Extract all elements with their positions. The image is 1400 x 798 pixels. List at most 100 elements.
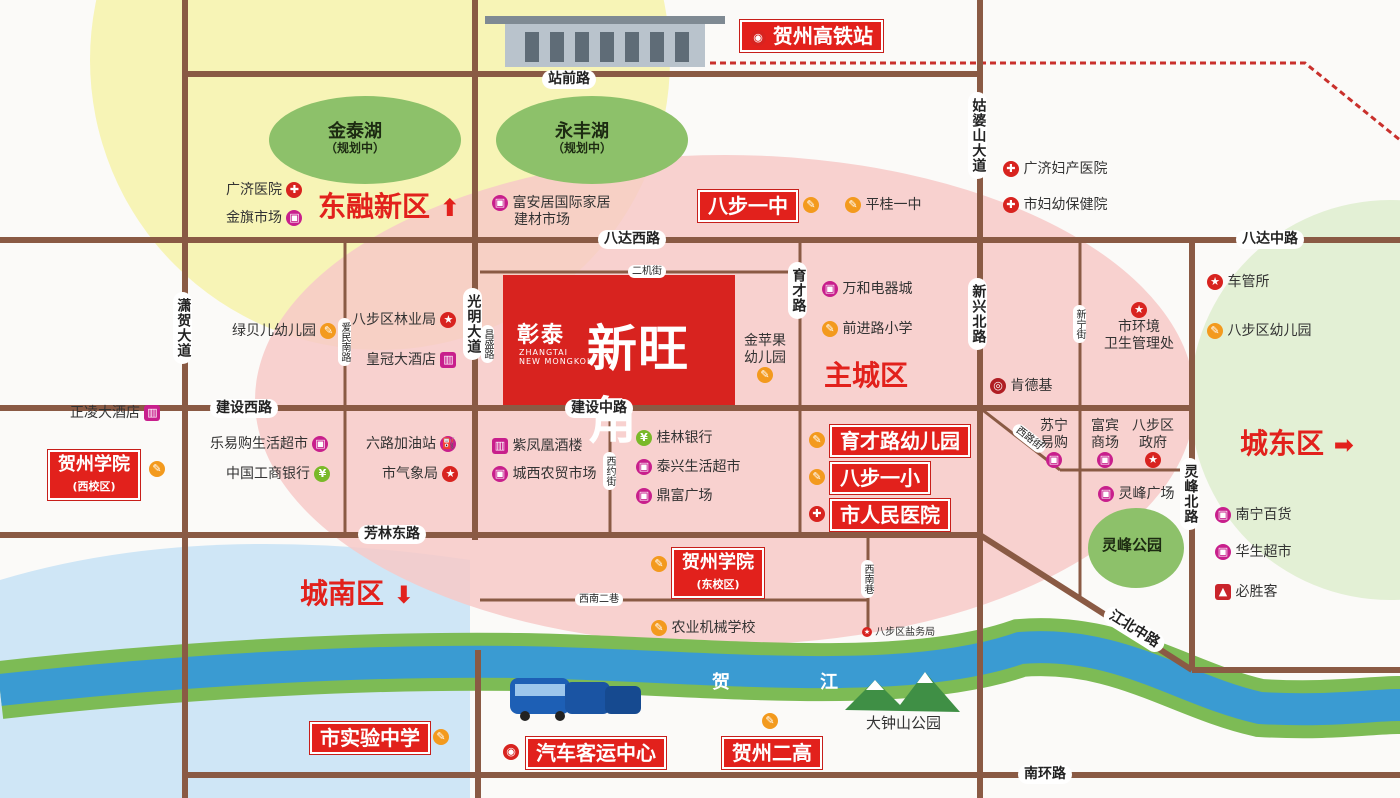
school-icon: ✎ bbox=[651, 556, 667, 572]
road-xiyuejie: 西约街 bbox=[603, 452, 616, 490]
station-label[interactable]: ◉ 贺州高铁站 bbox=[740, 20, 883, 52]
school-icon: ✎ bbox=[809, 432, 825, 448]
shop-icon: ▣ bbox=[286, 210, 303, 226]
poi-icbc[interactable]: 中国工商银行 ¥ bbox=[226, 466, 331, 482]
poi-fuanju[interactable]: ▣ 富安居国际家居建材市场 bbox=[492, 195, 610, 229]
government-icon: ★ bbox=[440, 312, 457, 328]
school-icon: ✎ bbox=[762, 713, 778, 729]
poi-suning[interactable]: 苏宁易购▣ bbox=[1040, 418, 1068, 468]
road-fanglindong: 芳林东路 bbox=[358, 525, 426, 545]
poi-leyigou[interactable]: 乐易购生活超市 ▣ bbox=[210, 436, 329, 452]
poi-forestry[interactable]: 八步区林业局 ★ bbox=[352, 312, 457, 328]
shop-icon: ▣ bbox=[312, 436, 329, 452]
district-chengnan: 城南区 ⬇ bbox=[300, 577, 414, 610]
shop-icon: ▣ bbox=[822, 281, 838, 297]
mountain-park-shape bbox=[845, 672, 960, 712]
poi-nanning-dept[interactable]: ▣ 南宁百货 bbox=[1215, 507, 1291, 523]
poi-pinggui[interactable]: ✎ 平桂一中 bbox=[845, 197, 921, 213]
poi-yanwu[interactable]: ★ 八步区盐务局 bbox=[862, 627, 936, 638]
badge-hezhou-xiyuan[interactable]: 贺州学院(西校区) bbox=[48, 450, 140, 500]
poi-kfc[interactable]: ◎ 肯德基 bbox=[990, 378, 1052, 394]
railway-line bbox=[710, 61, 1400, 142]
road-guangming: 光明大道 bbox=[463, 288, 483, 360]
hotel-icon: ▥ bbox=[492, 438, 508, 454]
poi-dingfu[interactable]: ▣ 鼎富广场 bbox=[636, 488, 712, 504]
school-icon: ✎ bbox=[822, 321, 838, 337]
school-icon: ✎ bbox=[845, 197, 861, 213]
zone-chengdong bbox=[1190, 200, 1400, 600]
poi-guilin-bank[interactable]: ¥ 桂林银行 bbox=[636, 430, 712, 446]
road-gupo: 姑婆山大道 bbox=[968, 92, 988, 179]
poi-huasheng[interactable]: ▣ 华生超市 bbox=[1215, 544, 1291, 560]
badge-babu-yixiao[interactable]: 八步一小 bbox=[830, 462, 930, 494]
hospital-icon: ✚ bbox=[1003, 161, 1019, 177]
poi-taixing[interactable]: ▣ 泰兴生活超市 bbox=[636, 459, 740, 475]
poi-pizzahut[interactable]: ▲ 必胜客 bbox=[1215, 584, 1277, 600]
poi-lingfeng-plaza[interactable]: ▣ 灵峰广场 bbox=[1098, 486, 1174, 502]
project-title: 新旺角 bbox=[587, 320, 689, 450]
road-xiaohe: 潇贺大道 bbox=[173, 292, 193, 364]
poi-guangji-hospital[interactable]: 广济医院 ✚ bbox=[226, 182, 303, 198]
road-changsheng: 昌盛路 bbox=[481, 325, 494, 363]
bank-icon: ¥ bbox=[636, 430, 652, 446]
river-label-2: 江 bbox=[820, 672, 838, 693]
badge-yucai-kindergarten[interactable]: 育才路幼儿园 bbox=[830, 425, 970, 457]
district-dongrong: 东融新区 ⬆ bbox=[318, 190, 460, 223]
poi-huangguan[interactable]: 皇冠大酒店 ▥ bbox=[366, 352, 457, 368]
district-chengdong: 城东区 ➡ bbox=[1240, 427, 1354, 460]
school-icon: ✎ bbox=[757, 366, 773, 383]
hospital-icon: ✚ bbox=[1003, 197, 1019, 213]
shop-icon: ▣ bbox=[1215, 544, 1231, 560]
badge-bus-center[interactable]: 汽车客运中心 bbox=[526, 737, 666, 769]
road-xinanxiang: 西南巷 bbox=[861, 560, 874, 598]
poi-liulu-gas[interactable]: 六路加油站 ⛽ bbox=[366, 436, 457, 452]
shop-icon: ▣ bbox=[636, 459, 652, 475]
lake-jintai bbox=[269, 96, 461, 184]
poi-nongji[interactable]: ✎ 农业机械学校 bbox=[651, 620, 755, 636]
badge-city-hospital[interactable]: 市人民医院 bbox=[830, 499, 950, 531]
badge-babu-yizhong[interactable]: 八步一中 bbox=[698, 190, 798, 222]
badge-hezhou-dongyuan[interactable]: 贺州学院(东校区) bbox=[672, 548, 764, 598]
river bbox=[0, 631, 1400, 726]
poi-wanhe[interactable]: ▣ 万和电器城 bbox=[822, 281, 912, 297]
poi-babu-kindergarten[interactable]: ✎ 八步区幼儿园 bbox=[1207, 323, 1311, 339]
road-nanhuan: 南环路 bbox=[1018, 765, 1072, 785]
park-lingfeng-shape bbox=[1088, 508, 1184, 588]
poi-qianjin[interactable]: ✎ 前进路小学 bbox=[822, 321, 912, 337]
poi-guangxi-maternity[interactable]: ✚ 广济妇产医院 bbox=[1003, 161, 1107, 177]
road-xinning: 新宁街 bbox=[1073, 305, 1086, 343]
badge-shiyan-middle[interactable]: 市实验中学 bbox=[310, 722, 430, 754]
lake-yongfeng bbox=[496, 96, 688, 184]
poi-babu-gov[interactable]: 八步区政府★ bbox=[1132, 418, 1174, 468]
poi-jinpingguo[interactable]: 金苹果幼儿园✎ bbox=[744, 333, 786, 383]
shop-icon: ▣ bbox=[492, 466, 508, 482]
hotel-icon: ▥ bbox=[440, 352, 457, 368]
poi-zifenghuang[interactable]: ▥ 紫凤凰酒楼 bbox=[492, 438, 582, 454]
poi-maternity-health[interactable]: ✚ 市妇幼保健院 bbox=[1003, 197, 1107, 213]
poi-chengxi-market[interactable]: ▣ 城西农贸市场 bbox=[492, 466, 596, 482]
poi-chezhensuo[interactable]: ★ 车管所 bbox=[1207, 274, 1269, 290]
poi-fubin[interactable]: 富宾商场▣ bbox=[1091, 418, 1119, 468]
shop-icon: ▣ bbox=[492, 195, 508, 211]
school-icon: ✎ bbox=[149, 461, 165, 477]
poi-huanjing[interactable]: ★市环境卫生管理处 bbox=[1104, 302, 1174, 352]
road-yucai: 育才路 bbox=[788, 262, 808, 319]
poi-jinqi-market[interactable]: 金旗市场 ▣ bbox=[226, 210, 303, 226]
road-jianshexi: 建设西路 bbox=[210, 399, 278, 419]
poi-zhengling[interactable]: 正凌大酒店 ▥ bbox=[70, 405, 161, 421]
road-xinxing: 新兴北路 bbox=[968, 278, 988, 350]
government-icon: ★ bbox=[442, 466, 459, 482]
bus-icon: ◉ bbox=[503, 744, 519, 760]
poi-weather[interactable]: 市气象局 ★ bbox=[382, 466, 459, 482]
school-icon: ✎ bbox=[433, 729, 449, 745]
poi-lvbeier[interactable]: 绿贝儿幼儿园 ✎ bbox=[232, 323, 337, 339]
badge-hezhou-ergao[interactable]: 贺州二高 bbox=[722, 737, 822, 769]
road-badaxi: 八达西路 bbox=[598, 230, 666, 250]
pizza-hut-icon: ▲ bbox=[1215, 584, 1231, 600]
bank-icon: ¥ bbox=[314, 466, 331, 482]
lake-jintai-label: 金泰湖（规划中） bbox=[325, 121, 386, 155]
park-lingfeng-label: 灵峰公园 bbox=[1102, 536, 1163, 554]
shop-icon: ▣ bbox=[1046, 451, 1062, 468]
